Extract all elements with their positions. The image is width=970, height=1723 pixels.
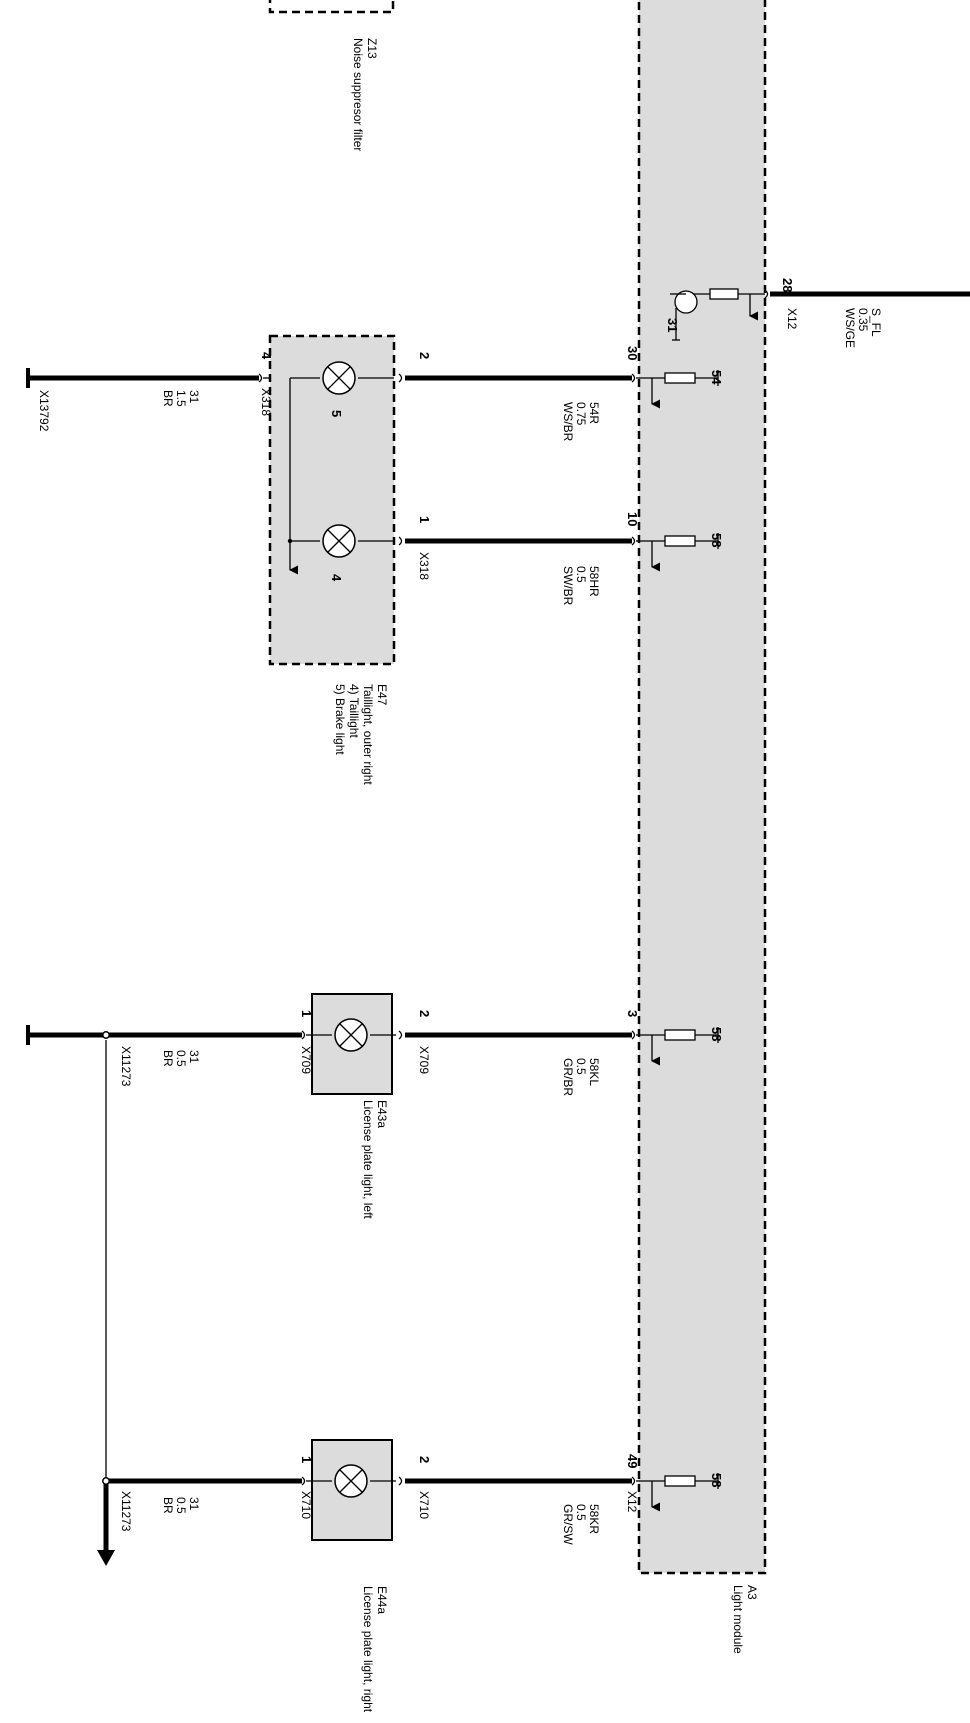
x11273-label-right: X11273 bbox=[119, 1491, 133, 1532]
x12-top-label: X12 bbox=[785, 308, 799, 330]
e43a-name: License plate light, left bbox=[361, 1100, 375, 1219]
z13-id: Z13 bbox=[365, 38, 379, 59]
s-fl-gauge: 0.35 bbox=[856, 308, 870, 332]
e44a-name: License plate light, right bbox=[361, 1586, 375, 1713]
wire-58kl-color: GR/BR bbox=[561, 1058, 575, 1096]
e47-ground-pin: 4 bbox=[259, 352, 274, 360]
e44a-ground-color: BR bbox=[161, 1497, 175, 1514]
output-stage-49 bbox=[640, 1473, 719, 1512]
transistor-ground-label: 31 bbox=[665, 318, 680, 332]
light-module-a3 bbox=[637, 0, 767, 1575]
e47-ground-gauge: 1.5 bbox=[174, 390, 188, 407]
wire-58hr bbox=[398, 536, 640, 546]
e43a-in-conn: X709 bbox=[417, 1046, 431, 1074]
e47-ground-color: BR bbox=[161, 390, 175, 407]
e47-lamp5-label: 5 bbox=[329, 410, 344, 417]
wire-e44a-ground bbox=[97, 1040, 312, 1566]
e47-name: Taillight, outer right bbox=[361, 684, 375, 785]
output-stage-30 bbox=[640, 370, 719, 409]
e47-sub2: 5) Brake light bbox=[333, 684, 347, 755]
pin-10-label: 10 bbox=[625, 512, 640, 526]
wire-54r-color: WS/BR bbox=[561, 402, 575, 442]
e43a-id: E43a bbox=[375, 1100, 389, 1128]
wire-58kr bbox=[392, 1476, 640, 1486]
wire-58kl bbox=[392, 1030, 640, 1040]
e43a-out-pin: 1 bbox=[299, 1010, 314, 1017]
taillight-e47 bbox=[268, 334, 396, 666]
wire-58kr-gauge: 0.5 bbox=[574, 1504, 588, 1521]
pin-30-label: 30 bbox=[625, 346, 640, 360]
e43a-out-conn: X709 bbox=[299, 1046, 313, 1074]
e44a-in-conn: X710 bbox=[417, 1491, 431, 1519]
output-stage-10 bbox=[640, 533, 719, 572]
wire-58hr-color: SW/BR bbox=[561, 566, 575, 606]
internal-58-label-49: 58 bbox=[709, 1473, 724, 1487]
s-fl-signal: S_FL bbox=[869, 308, 883, 337]
license-light-e44a bbox=[311, 1439, 393, 1541]
wire-58kl-gauge: 0.5 bbox=[574, 1058, 588, 1075]
a3-name: Light module bbox=[731, 1585, 745, 1654]
pin-3-label: 3 bbox=[625, 1010, 640, 1017]
e47-brake-pin: 2 bbox=[417, 352, 432, 359]
internal-54-label: 54 bbox=[709, 370, 724, 385]
e44a-in-pin: 2 bbox=[417, 1456, 432, 1463]
wire-58hr-signal: 58HR bbox=[587, 566, 601, 597]
e47-tail-pin: 1 bbox=[417, 516, 432, 523]
e47-ground-signal: 31 bbox=[187, 390, 201, 404]
wire-58kl-signal: 58KL bbox=[587, 1058, 601, 1086]
wire-58kr-color: GR/SW bbox=[561, 1504, 575, 1545]
x12-bottom-label: X12 bbox=[625, 1491, 639, 1513]
pin-49-label: 49 bbox=[625, 1454, 640, 1468]
wire-e47-ground bbox=[26, 368, 270, 388]
e43a-in-pin: 2 bbox=[417, 1010, 432, 1017]
e43a-ground-color: BR bbox=[161, 1050, 175, 1067]
e47-sub1: 4) Taillight bbox=[347, 684, 361, 738]
e44a-id: E44a bbox=[375, 1586, 389, 1614]
x13792-label: X13792 bbox=[37, 390, 51, 432]
pin-28-label: 28 bbox=[780, 278, 795, 292]
e44a-ground-signal: 31 bbox=[187, 1497, 201, 1511]
s-fl-wire bbox=[670, 288, 970, 341]
z13-name: Noise suppresor filter bbox=[351, 38, 365, 151]
e47-tail-conn: X318 bbox=[417, 552, 431, 580]
e44a-ground-gauge: 0.5 bbox=[174, 1497, 188, 1514]
e44a-out-conn: X710 bbox=[299, 1491, 313, 1519]
license-light-e43a bbox=[311, 993, 393, 1095]
e43a-ground-gauge: 0.5 bbox=[174, 1050, 188, 1067]
e43a-ground-signal: 31 bbox=[187, 1050, 201, 1064]
e44a-out-pin: 1 bbox=[299, 1456, 314, 1463]
output-stage-3 bbox=[640, 1027, 719, 1066]
wire-54r bbox=[398, 373, 640, 383]
internal-58-label-3: 58 bbox=[709, 1027, 724, 1041]
a3-id: A3 bbox=[745, 1585, 759, 1600]
e47-id: E47 bbox=[375, 684, 389, 706]
s-fl-color: WS/GE bbox=[843, 308, 857, 348]
wire-58kr-signal: 58KR bbox=[587, 1504, 601, 1534]
wire-54r-gauge: 0.75 bbox=[574, 402, 588, 426]
noise-filter-z13 bbox=[268, 0, 395, 14]
x11273-label-left: X11273 bbox=[119, 1046, 133, 1087]
internal-58-label-10: 58 bbox=[709, 533, 724, 547]
e47-lamp4-label: 4 bbox=[329, 574, 344, 582]
wire-e43a-ground bbox=[26, 1025, 312, 1045]
wire-54r-signal: 54R bbox=[587, 402, 601, 424]
wire-58hr-gauge: 0.5 bbox=[574, 566, 588, 583]
e47-ground-conn: X318 bbox=[259, 388, 273, 416]
